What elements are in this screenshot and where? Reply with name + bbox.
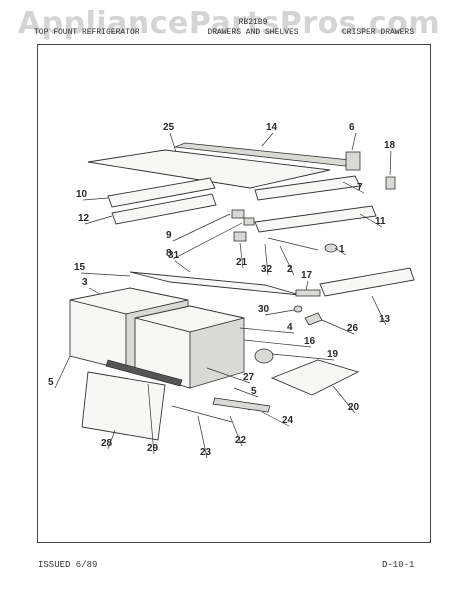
leader-line: [80, 272, 131, 277]
leader-line: [389, 150, 392, 176]
leader-line: [271, 353, 335, 361]
leader-line: [371, 295, 387, 326]
rod: [267, 237, 319, 251]
part-callout-17: 17: [301, 270, 313, 281]
crisper-glass: [270, 359, 360, 396]
part-callout-19: 19: [327, 349, 339, 360]
leader-line: [82, 197, 109, 201]
leader-line: [239, 242, 244, 269]
left-upper-rail: [107, 177, 216, 208]
leader-line: [197, 415, 208, 459]
leader-line: [261, 411, 290, 427]
part-callout-30: 30: [258, 304, 270, 315]
part-callout-27: 27: [243, 372, 255, 383]
leader-line: [334, 247, 347, 256]
leader-line: [261, 132, 274, 147]
leader-line: [279, 245, 295, 276]
model-number: RB21B9: [238, 18, 268, 27]
part-callout-23: 23: [200, 447, 212, 458]
page-number: D-10-1: [382, 560, 415, 570]
part-callout-32: 32: [261, 264, 273, 275]
trim-strip: [171, 405, 233, 423]
washer: [293, 305, 303, 313]
leader-line: [305, 280, 309, 291]
part-callout-25: 25: [163, 122, 175, 133]
part-callout-20: 20: [348, 402, 360, 413]
leader-line: [206, 367, 251, 384]
part-callout-10: 10: [76, 189, 88, 200]
section-title: DRAWERS AND SHELVES: [207, 28, 299, 37]
part-callout-14: 14: [266, 122, 278, 133]
part-callout-5: 5: [251, 386, 257, 397]
part-callout-8: 8: [166, 248, 172, 259]
diagram-frame: [37, 44, 431, 543]
leader-line: [321, 319, 355, 335]
crisper-cover-frame: [129, 271, 301, 296]
right-lower-rail: [254, 205, 377, 233]
part-callout-18: 18: [384, 140, 396, 151]
part-callout-13: 13: [379, 314, 391, 325]
rail-spacer: [243, 217, 255, 226]
leader-line: [88, 287, 101, 295]
leader-line: [229, 415, 243, 447]
clip: [385, 176, 396, 190]
leader-line: [342, 181, 365, 194]
part-callout-4: 4: [287, 322, 293, 333]
leader-line: [54, 355, 71, 389]
leader-line: [169, 132, 177, 153]
drawer-handle: [105, 359, 183, 387]
leader-line: [351, 132, 357, 151]
header-title-left: TOP FOUNT REFRIGERATOR: [34, 28, 140, 37]
drawer-slide-channel: [319, 267, 415, 297]
leader-line: [233, 387, 259, 398]
part-callout-21: 21: [236, 257, 248, 268]
leader-line: [84, 215, 113, 225]
screw: [324, 243, 338, 253]
right-upper-rail: [254, 175, 361, 201]
leader-line: [264, 243, 269, 276]
part-callout-22: 22: [235, 435, 247, 446]
right-drawer-side: [189, 317, 245, 389]
humidity-control: [254, 348, 274, 364]
shelf-support-bracket: [345, 151, 361, 171]
leader-line: [264, 309, 295, 316]
glass-shelf: [87, 149, 331, 189]
bottom-trim: [212, 397, 271, 413]
leader-line: [243, 339, 312, 348]
part-callout-16: 16: [304, 336, 316, 347]
leader-line: [172, 213, 231, 242]
rail-connector: [231, 209, 245, 219]
header-title-right: CRISPER DRAWERS: [342, 28, 415, 37]
leader-line: [174, 260, 191, 273]
part-callout-5: 5: [48, 377, 54, 388]
part-callout-31: 31: [168, 250, 180, 261]
part-callout-1: 1: [339, 244, 345, 255]
leader-line: [359, 213, 383, 228]
part-callout-9: 9: [166, 230, 172, 241]
part-callout-6: 6: [349, 122, 355, 133]
drawer-front-panel: [81, 371, 166, 441]
part-callout-3: 3: [82, 277, 88, 288]
part-callout-24: 24: [282, 415, 294, 426]
part-callout-12: 12: [78, 213, 90, 224]
part-callout-2: 2: [287, 264, 293, 275]
leader-line: [172, 222, 243, 260]
leader-line: [239, 327, 295, 334]
part-callout-11: 11: [375, 216, 386, 227]
header-title-center: RB21B9 DRAWERS AND SHELVES: [193, 18, 313, 38]
part-callout-7: 7: [357, 182, 363, 193]
part-callout-28: 28: [101, 438, 113, 449]
leader-line: [147, 383, 155, 455]
cover-rod: [295, 289, 321, 297]
part-callout-26: 26: [347, 323, 359, 334]
rail-clip: [233, 231, 247, 242]
part-callout-29: 29: [147, 443, 159, 454]
cover-bracket: [304, 312, 323, 326]
leader-line: [332, 385, 356, 414]
issued-date: ISSUED 6/89: [38, 560, 98, 570]
left-lower-rail: [111, 193, 217, 225]
part-callout-15: 15: [74, 262, 86, 273]
leader-line: [107, 429, 116, 450]
